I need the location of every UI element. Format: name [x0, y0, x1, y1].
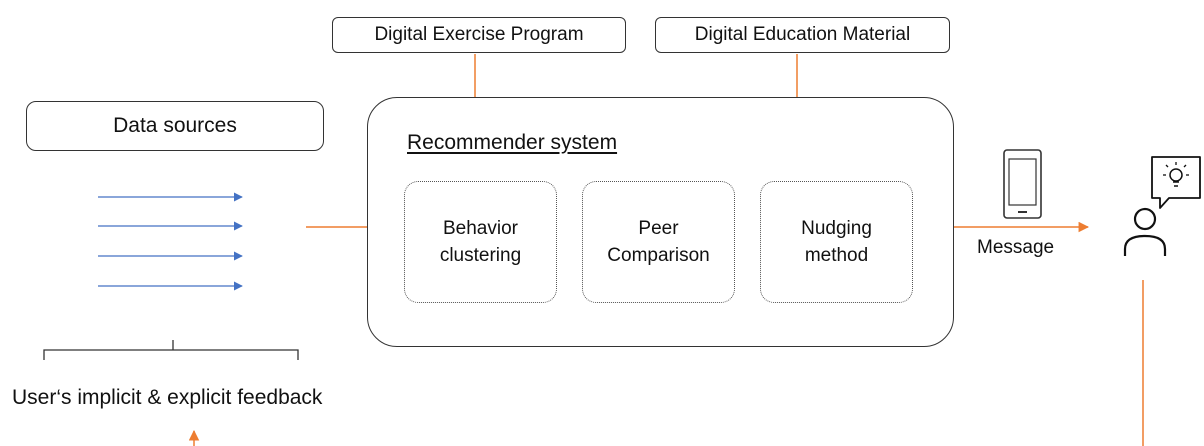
peer-comparison-label-line1: Peer: [638, 218, 679, 239]
behavior-clustering-label-line1: Behavior: [442, 218, 518, 239]
feedback-label: User‘s implicit & explicit feedback: [12, 386, 323, 409]
lightbulb-speech-bubble-icon: [1151, 156, 1201, 209]
nudging-method-box: Nudging method: [760, 181, 913, 303]
message-label: Message: [977, 237, 1055, 258]
digital-exercise-program-box: Digital Exercise Program: [332, 17, 626, 53]
peer-comparison-box: Peer Comparison: [582, 181, 735, 303]
feedback-bracket: [43, 340, 299, 360]
digital-education-material-box: Digital Education Material: [655, 17, 950, 53]
nudging-method-label-line1: Nudging: [801, 218, 872, 239]
digital-exercise-program-label: Digital Exercise Program: [374, 24, 584, 45]
recommender-system-title: Recommender system: [407, 131, 618, 154]
data-sources-box: Data sources: [26, 101, 324, 151]
nudging-method-label-line2: method: [804, 245, 869, 266]
behavior-clustering-box: Behavior clustering: [404, 181, 557, 303]
data-sources-label: Data sources: [113, 114, 237, 137]
behavior-clustering-label-line2: clustering: [439, 245, 522, 266]
peer-comparison-label-line2: Comparison: [607, 245, 710, 266]
user-icon: [1123, 207, 1167, 256]
digital-education-material-label: Digital Education Material: [694, 24, 911, 45]
smartphone-icon: [1003, 149, 1042, 219]
